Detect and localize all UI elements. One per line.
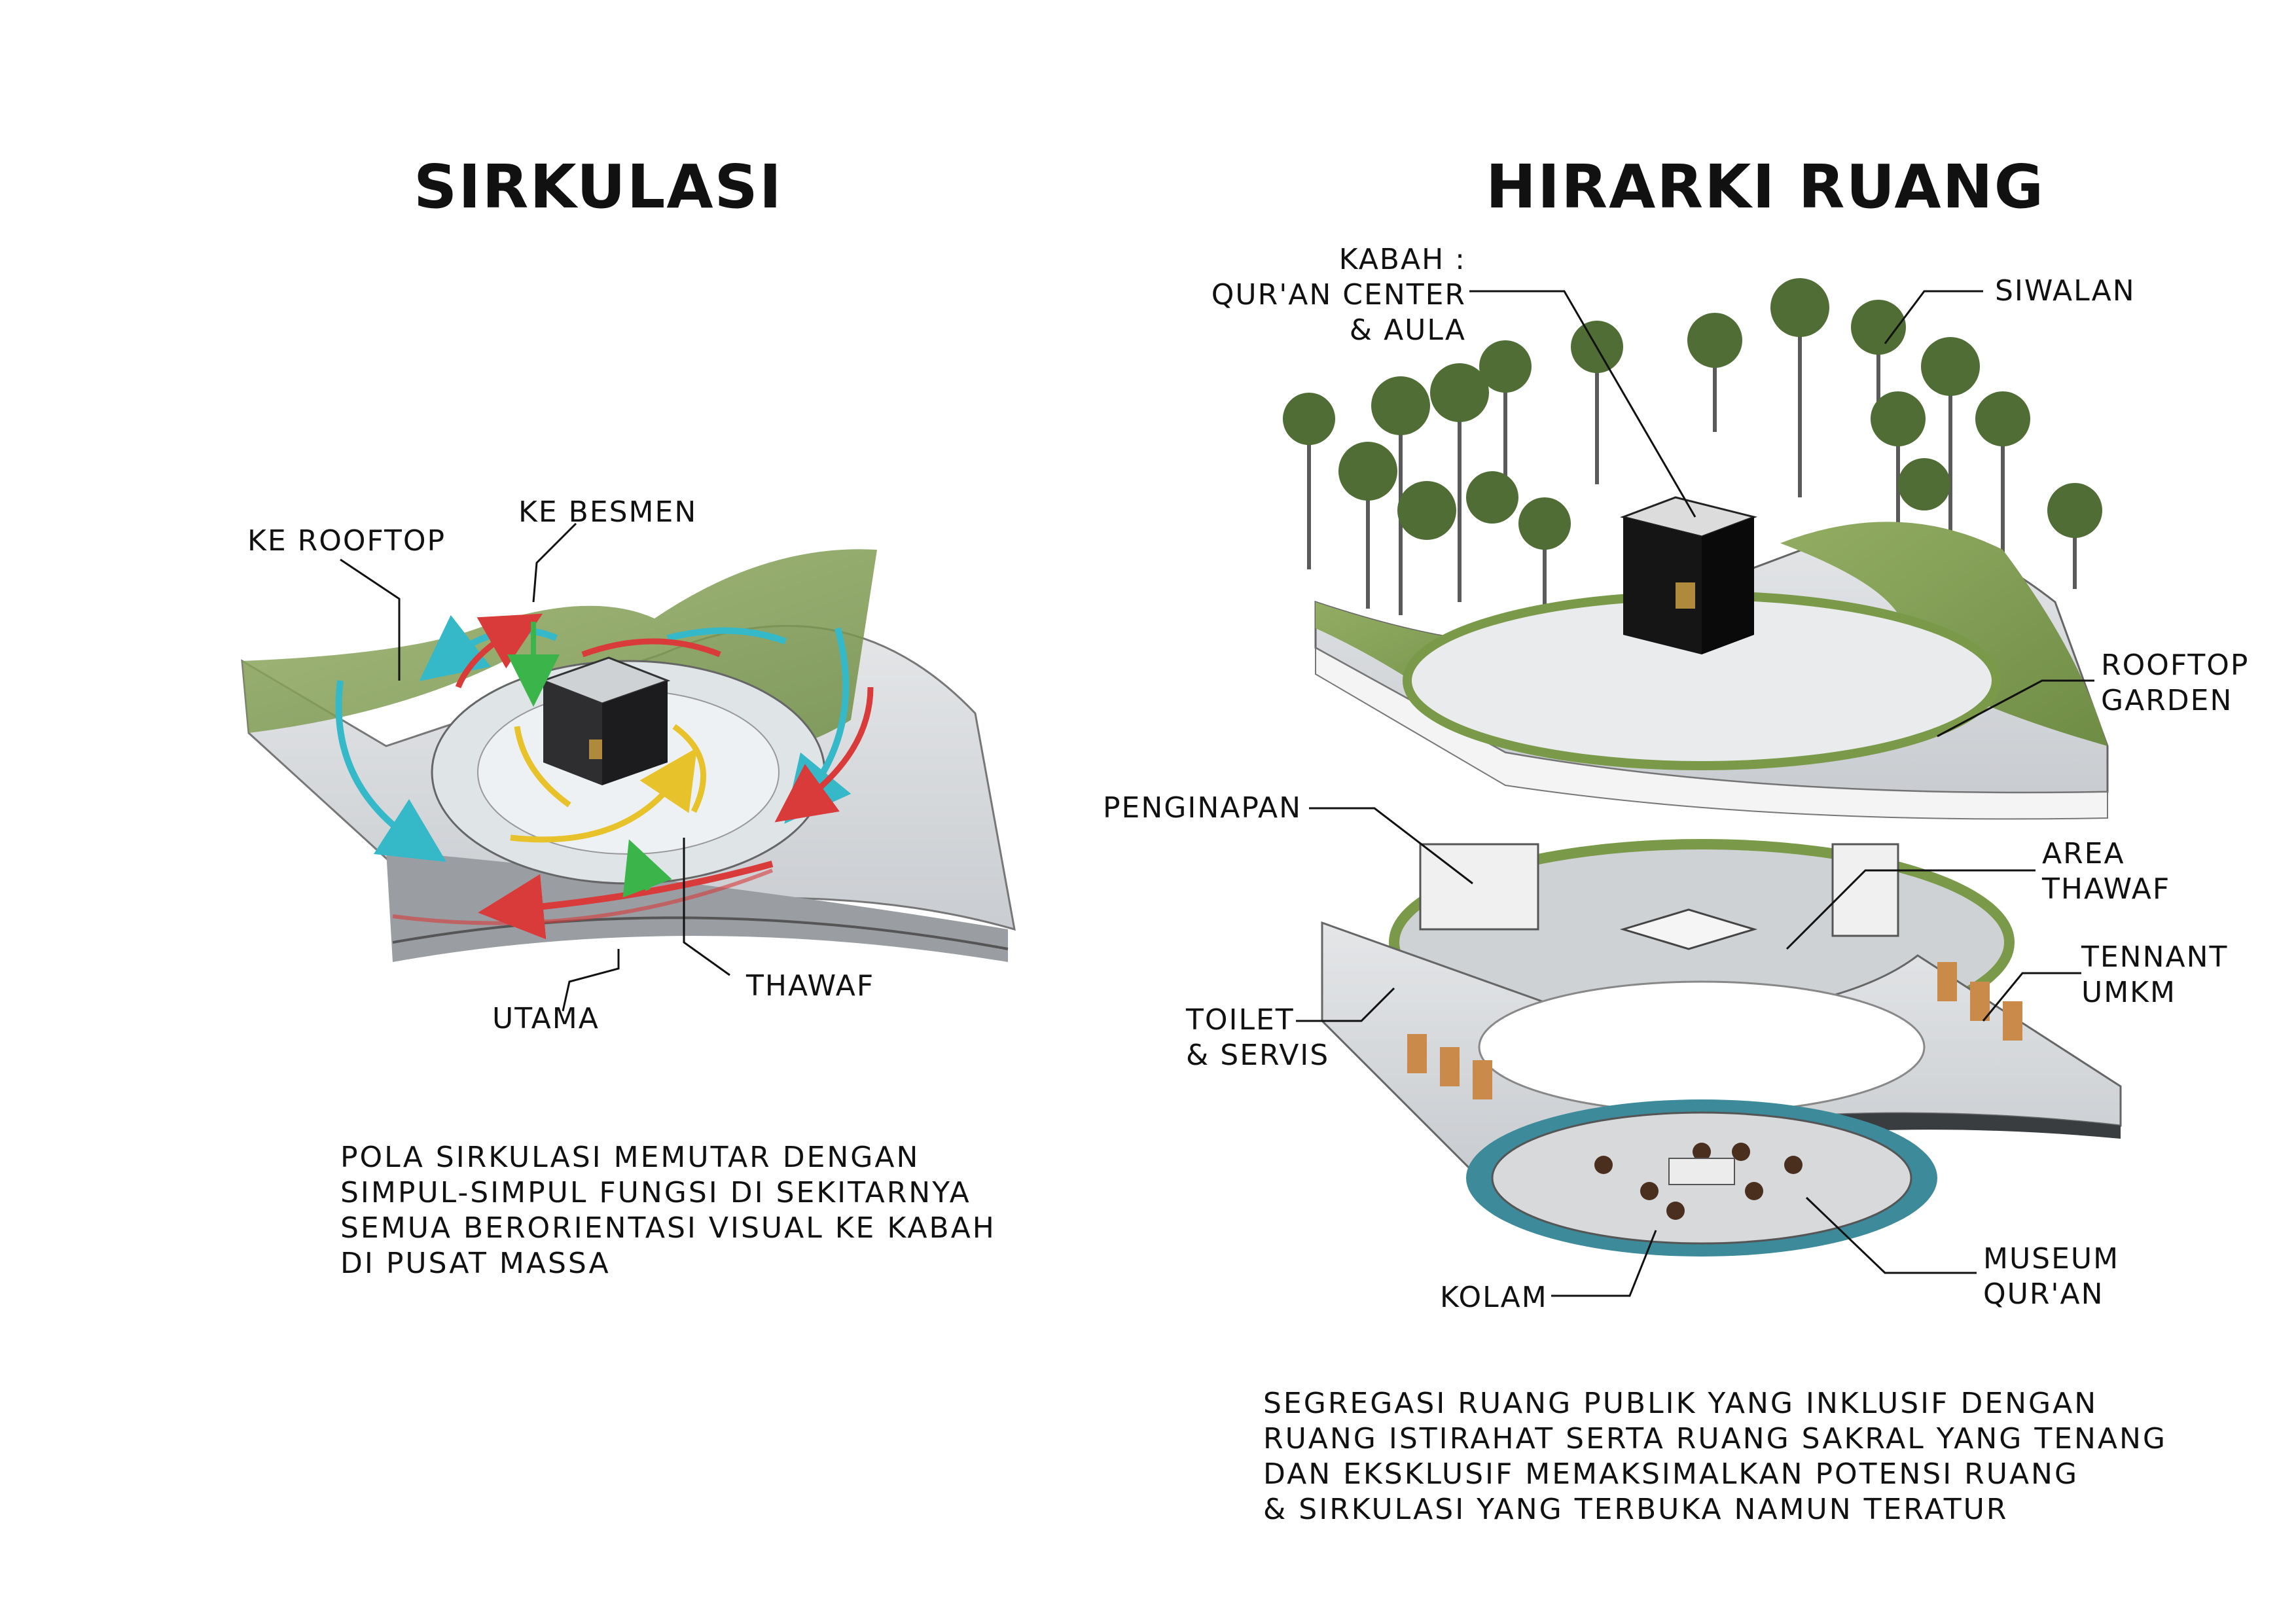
label-kolam: KOLAM	[1440, 1280, 1548, 1315]
label-kabah: KABAH : QUR'AN CENTER & AULA	[1178, 242, 1466, 348]
label-area-thawaf-line: THAWAF	[2042, 872, 2170, 907]
label-museum-quran: MUSEUM QUR'AN	[1983, 1241, 2119, 1312]
label-rooftop-garden-line: GARDEN	[2101, 683, 2249, 719]
label-kabah-line: QUR'AN CENTER	[1178, 277, 1466, 313]
label-toilet-servis-line: & SERVIS	[1186, 1038, 1329, 1073]
label-area-thawaf-line: AREA	[2042, 836, 2170, 872]
label-tennant-umkm: TENNANT UMKM	[2081, 940, 2228, 1010]
sirkulasi-description-line: POLA SIRKULASI MEMUTAR DENGAN	[340, 1140, 996, 1175]
sirkulasi-description-line: SIMPUL-SIMPUL FUNGSI DI SEKITARNYA	[340, 1175, 996, 1211]
hirarki-description-line: DAN EKSKLUSIF MEMAKSIMALKAN POTENSI RUAN…	[1263, 1457, 2167, 1492]
label-ke-besmen: KE BESMEN	[518, 495, 697, 530]
hirarki-title: HIRARKI RUANG	[1486, 152, 2045, 222]
label-toilet-servis: TOILET & SERVIS	[1186, 1003, 1329, 1073]
label-ke-rooftop: KE ROOFTOP	[247, 524, 446, 559]
sirkulasi-description-line: SEMUA BERORIENTASI VISUAL KE KABAH	[340, 1211, 996, 1246]
label-rooftop-garden-line: ROOFTOP	[2101, 648, 2249, 683]
label-tennant-umkm-line: TENNANT	[2081, 940, 2228, 975]
label-thawaf: THAWAF	[746, 969, 874, 1004]
label-area-thawaf: AREA THAWAF	[2042, 836, 2170, 907]
hirarki-description-line: & SIRKULASI YANG TERBUKA NAMUN TERATUR	[1263, 1492, 2167, 1527]
label-tennant-umkm-line: UMKM	[2081, 975, 2228, 1010]
sirkulasi-description: POLA SIRKULASI MEMUTAR DENGAN SIMPUL-SIM…	[340, 1140, 996, 1281]
label-museum-quran-line: QUR'AN	[1983, 1277, 2119, 1312]
label-museum-quran-line: MUSEUM	[1983, 1241, 2119, 1277]
label-siwalan: SIWALAN	[1995, 274, 2136, 309]
label-kabah-line: & AULA	[1178, 313, 1466, 348]
sirkulasi-model	[242, 549, 1014, 962]
sirkulasi-title: SIRKULASI	[414, 152, 783, 222]
hirarki-description-line: RUANG ISTIRAHAT SERTA RUANG SAKRAL YANG …	[1263, 1421, 2167, 1457]
sirkulasi-description-line: DI PUSAT MASSA	[340, 1246, 996, 1281]
hirarki-description: SEGREGASI RUANG PUBLIK YANG INKLUSIF DEN…	[1263, 1386, 2167, 1527]
hirarki-description-line: SEGREGASI RUANG PUBLIK YANG INKLUSIF DEN…	[1263, 1386, 2167, 1421]
label-rooftop-garden: ROOFTOP GARDEN	[2101, 648, 2249, 719]
hirarki-model	[1283, 278, 2121, 1257]
label-penginapan: PENGINAPAN	[1103, 791, 1302, 826]
label-toilet-servis-line: TOILET	[1186, 1003, 1329, 1038]
label-utama: UTAMA	[492, 1001, 600, 1037]
label-kabah-line: KABAH :	[1178, 242, 1466, 277]
